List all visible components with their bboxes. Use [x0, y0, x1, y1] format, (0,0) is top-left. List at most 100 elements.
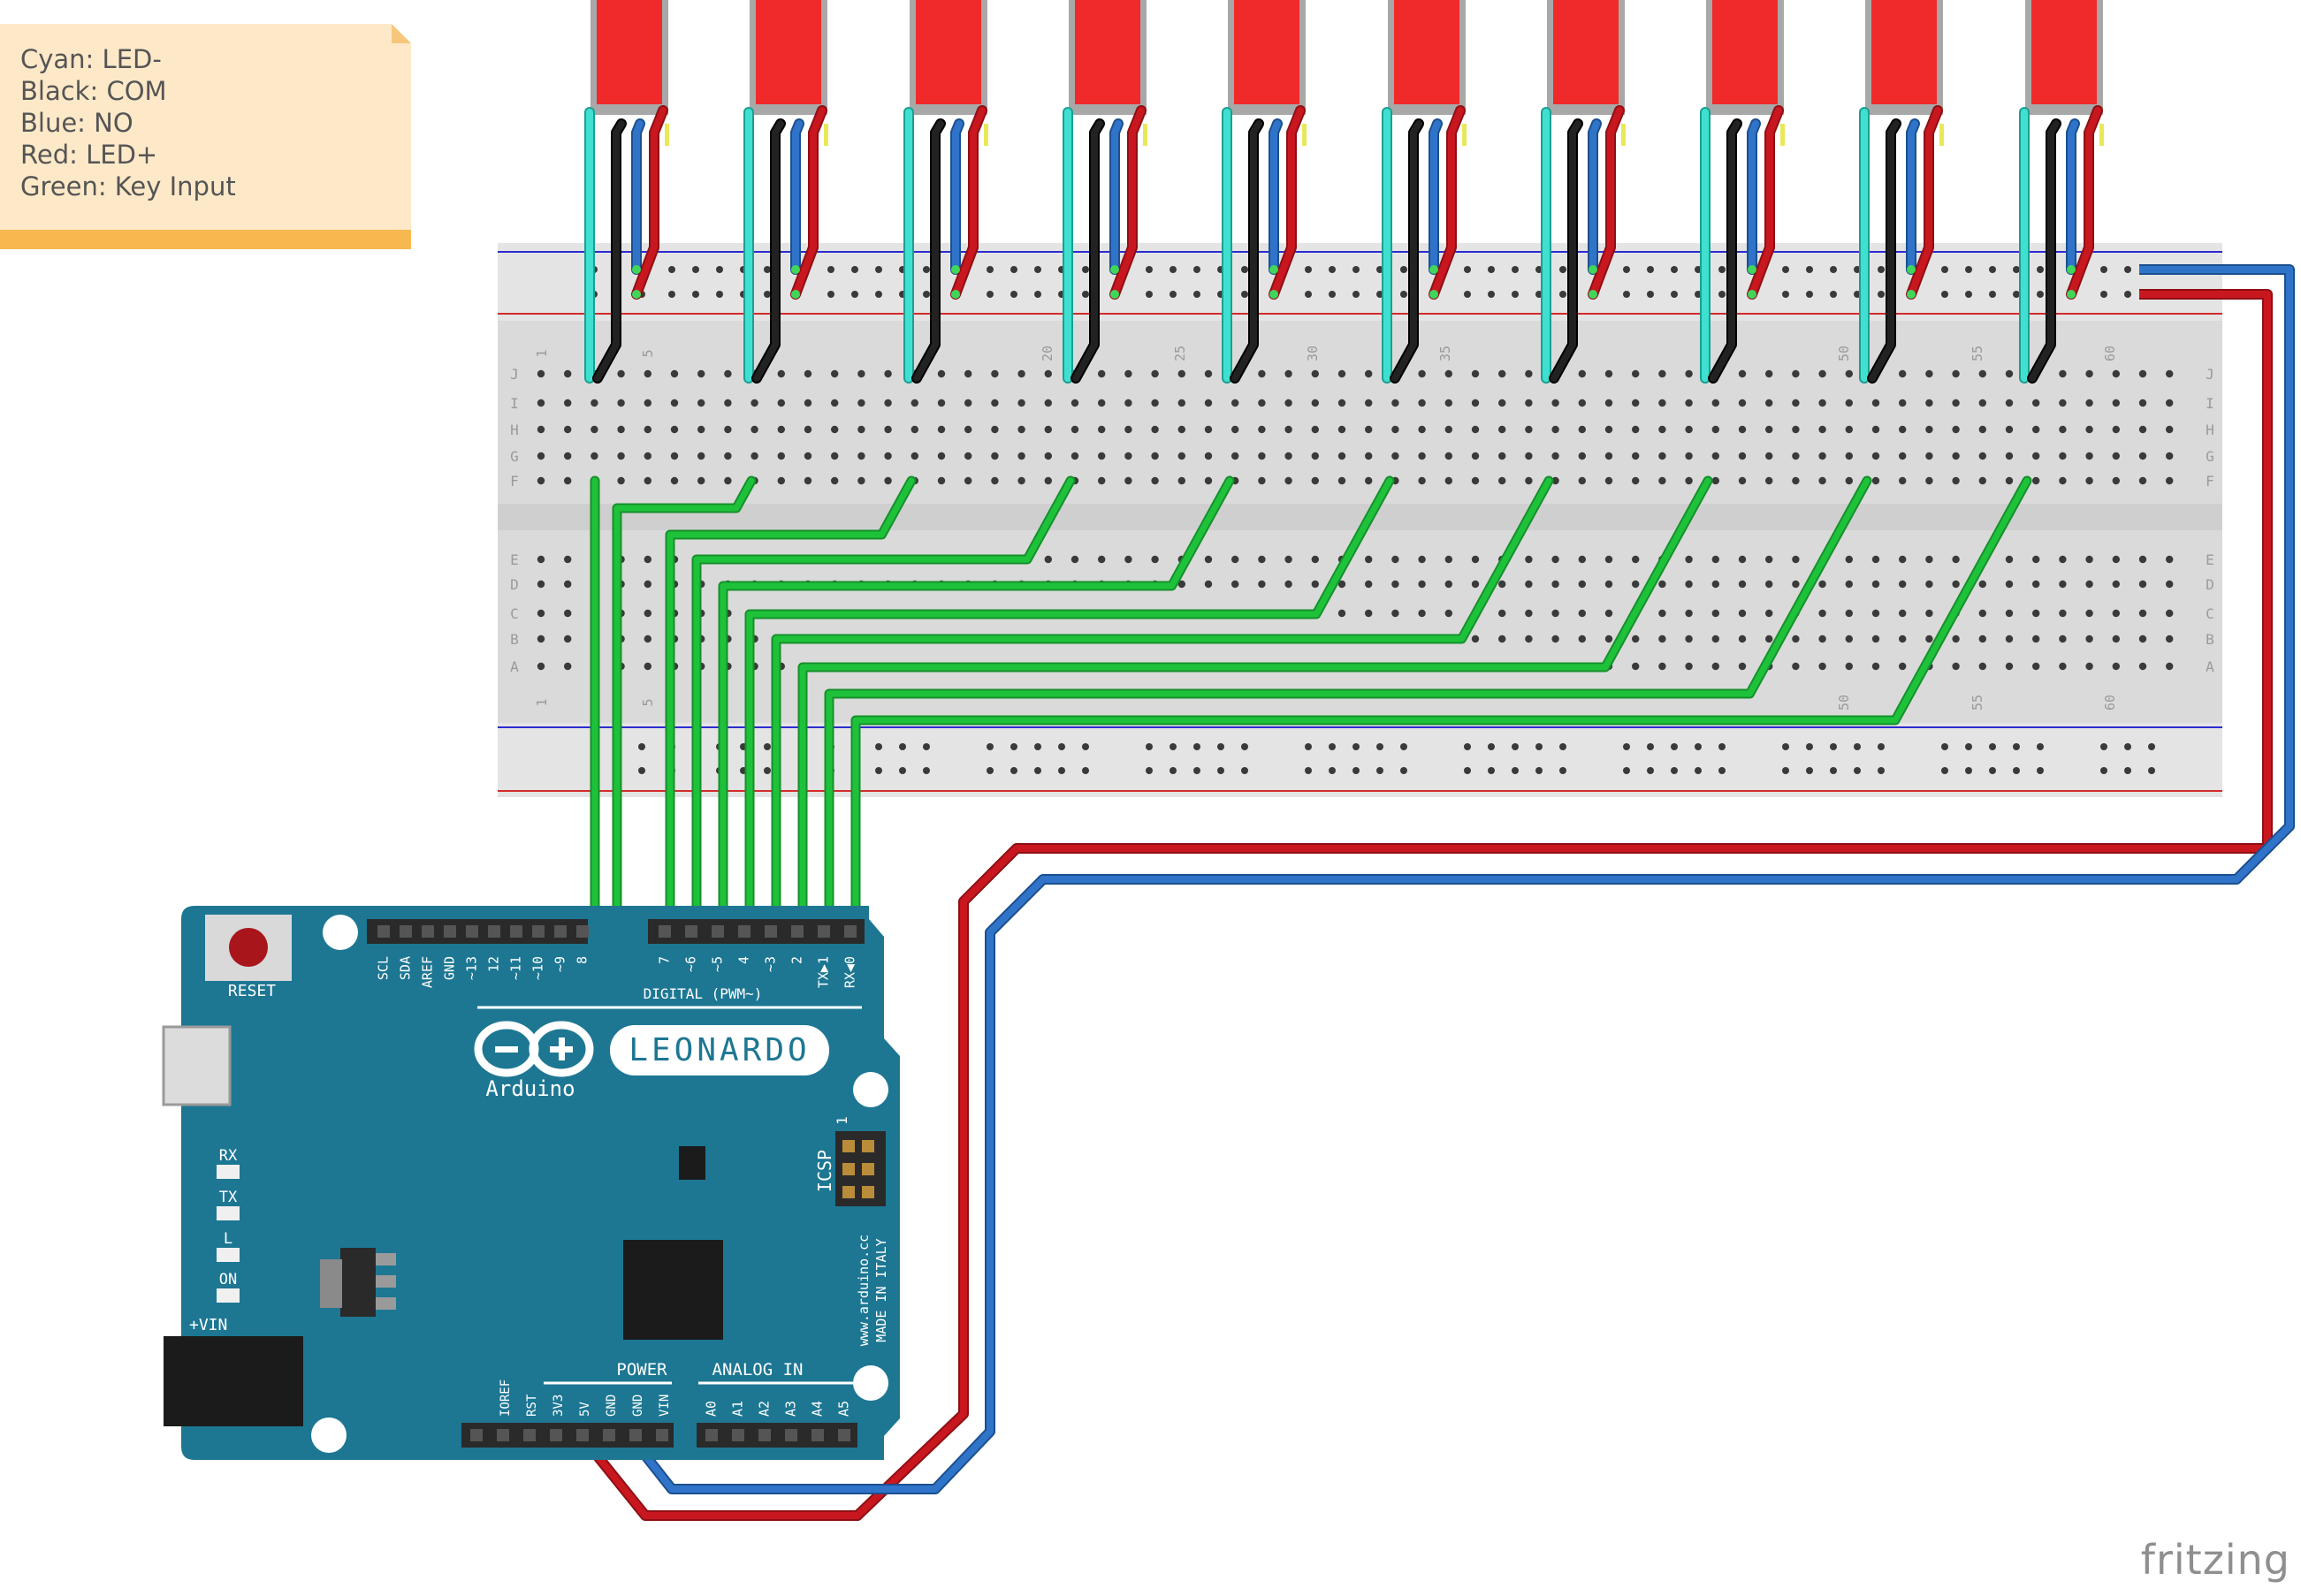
legend-blue: Blue: NO — [20, 108, 133, 138]
power-pin-label: VIN — [658, 1395, 672, 1417]
row-label: D — [2206, 576, 2214, 593]
row-label: D — [510, 576, 519, 593]
row-label: C — [2206, 605, 2214, 622]
digital-pin-label: ~5 — [710, 956, 726, 972]
digital-pin-label: RX◀0 — [842, 956, 858, 988]
column-label: 5 — [640, 698, 656, 706]
power-label: POWER — [616, 1360, 667, 1379]
digital-pin-label: SCL — [376, 956, 392, 980]
legend-red: Red: LED+ — [20, 140, 158, 170]
arcade-button-5 — [1222, 0, 1307, 384]
digital-pin-label: ~11 — [508, 956, 524, 980]
digital-pin-label: ~10 — [530, 956, 546, 980]
power-wires — [579, 264, 2295, 1521]
row-label: A — [2206, 658, 2214, 675]
digital-pin-label: TX▶1 — [816, 956, 832, 988]
digital-pin-label: 7 — [657, 956, 673, 964]
button-cap — [916, 0, 981, 104]
digital-pin-label: ~6 — [683, 956, 699, 972]
column-label: 5 — [640, 349, 656, 357]
column-label: 50 — [1836, 695, 1852, 711]
row-label: H — [510, 422, 519, 438]
arcade-button-1 — [584, 0, 669, 384]
arcade-buttons — [584, 0, 2104, 384]
button-cap — [1553, 0, 1619, 104]
arcade-button-3 — [903, 0, 988, 384]
note-footer — [0, 230, 411, 249]
board-name: LEONARDO — [629, 1032, 810, 1068]
legend-cyan: Cyan: LED- — [20, 44, 162, 74]
made-in-label: MADE IN ITALY — [873, 1238, 889, 1341]
microcontroller-chip — [623, 1240, 723, 1340]
column-label: 20 — [1040, 346, 1055, 361]
digital-label: DIGITAL (PWM~) — [644, 985, 763, 1002]
row-label: F — [510, 473, 519, 490]
row-label: J — [2206, 366, 2214, 383]
button-cap — [1712, 0, 1778, 104]
row-label: I — [2206, 395, 2214, 412]
button-cap — [1075, 0, 1140, 104]
key-input-wires — [590, 475, 2032, 931]
arcade-button-10 — [2019, 0, 2104, 384]
column-label: 1 — [534, 698, 550, 706]
row-label: B — [2206, 631, 2214, 648]
analog-pin-label: A3 — [783, 1401, 799, 1417]
digital-pin-label: AREF — [420, 956, 436, 988]
icsp-label: ICSP — [814, 1150, 835, 1192]
power-pin-label: GND — [631, 1395, 645, 1417]
digital-pin-label: 4 — [736, 956, 752, 964]
vin-label: +VIN — [189, 1316, 227, 1334]
arduino-leonardo: LEONARDO Arduino RESET DIGITAL (PWM~) PO… — [162, 906, 900, 1460]
power-pin-label: RST — [525, 1394, 539, 1417]
row-label: E — [510, 551, 519, 568]
digital-pin-label: ~3 — [763, 956, 779, 972]
arcade-button-4 — [1063, 0, 1147, 384]
power-pin-label: 3V3 — [552, 1395, 566, 1417]
column-label: 60 — [2102, 695, 2118, 711]
row-label: G — [510, 448, 519, 465]
analog-pin-label: A2 — [757, 1401, 773, 1417]
analog-pin-label: A1 — [730, 1401, 746, 1417]
digital-pin-label: ~13 — [464, 956, 480, 980]
button-cap — [597, 0, 662, 104]
digital-pin-label: 2 — [789, 956, 805, 964]
legend-black: Black: COM — [20, 76, 167, 106]
arduino-logo — [474, 1021, 594, 1077]
row-label: A — [510, 658, 519, 675]
power-pin-label: GND — [605, 1395, 619, 1417]
analog-pin-label: A5 — [836, 1401, 852, 1417]
led-rx-label: RX — [219, 1147, 238, 1165]
column-label: 1 — [534, 349, 550, 357]
button-cap — [1234, 0, 1299, 104]
arcade-button-2 — [743, 0, 828, 384]
reset-button[interactable] — [205, 915, 292, 981]
digital-pin-label: GND — [442, 956, 458, 980]
row-label: J — [510, 366, 519, 383]
row-label: B — [510, 631, 519, 648]
analog-label: ANALOG IN — [712, 1360, 804, 1379]
digital-pin-label: 8 — [575, 956, 590, 964]
button-cap — [1394, 0, 1459, 104]
digital-header-right — [648, 919, 865, 944]
led-tx-label: TX — [219, 1189, 238, 1206]
button-cap — [2031, 0, 2097, 104]
legend-green: Green: Key Input — [20, 171, 236, 201]
fritzing-watermark: fritzing — [2140, 1536, 2290, 1584]
analog-pin-label: A4 — [810, 1401, 826, 1417]
led-on-label: ON — [219, 1271, 237, 1288]
analog-header — [697, 1423, 857, 1448]
usb-port — [162, 1025, 232, 1106]
row-label: I — [510, 395, 519, 412]
column-label: 55 — [1970, 695, 1985, 711]
reset-label: RESET — [228, 982, 276, 1000]
power-pin-label: 5V — [578, 1402, 592, 1417]
url-label: www.arduino.cc — [856, 1235, 872, 1346]
arcade-button-6 — [1382, 0, 1467, 384]
column-label: 50 — [1836, 346, 1852, 361]
analog-pin-label: A0 — [704, 1401, 720, 1417]
column-label: 60 — [2102, 346, 2118, 361]
column-label: 35 — [1437, 346, 1453, 361]
icsp-pin1-label: 1 — [834, 1116, 850, 1125]
